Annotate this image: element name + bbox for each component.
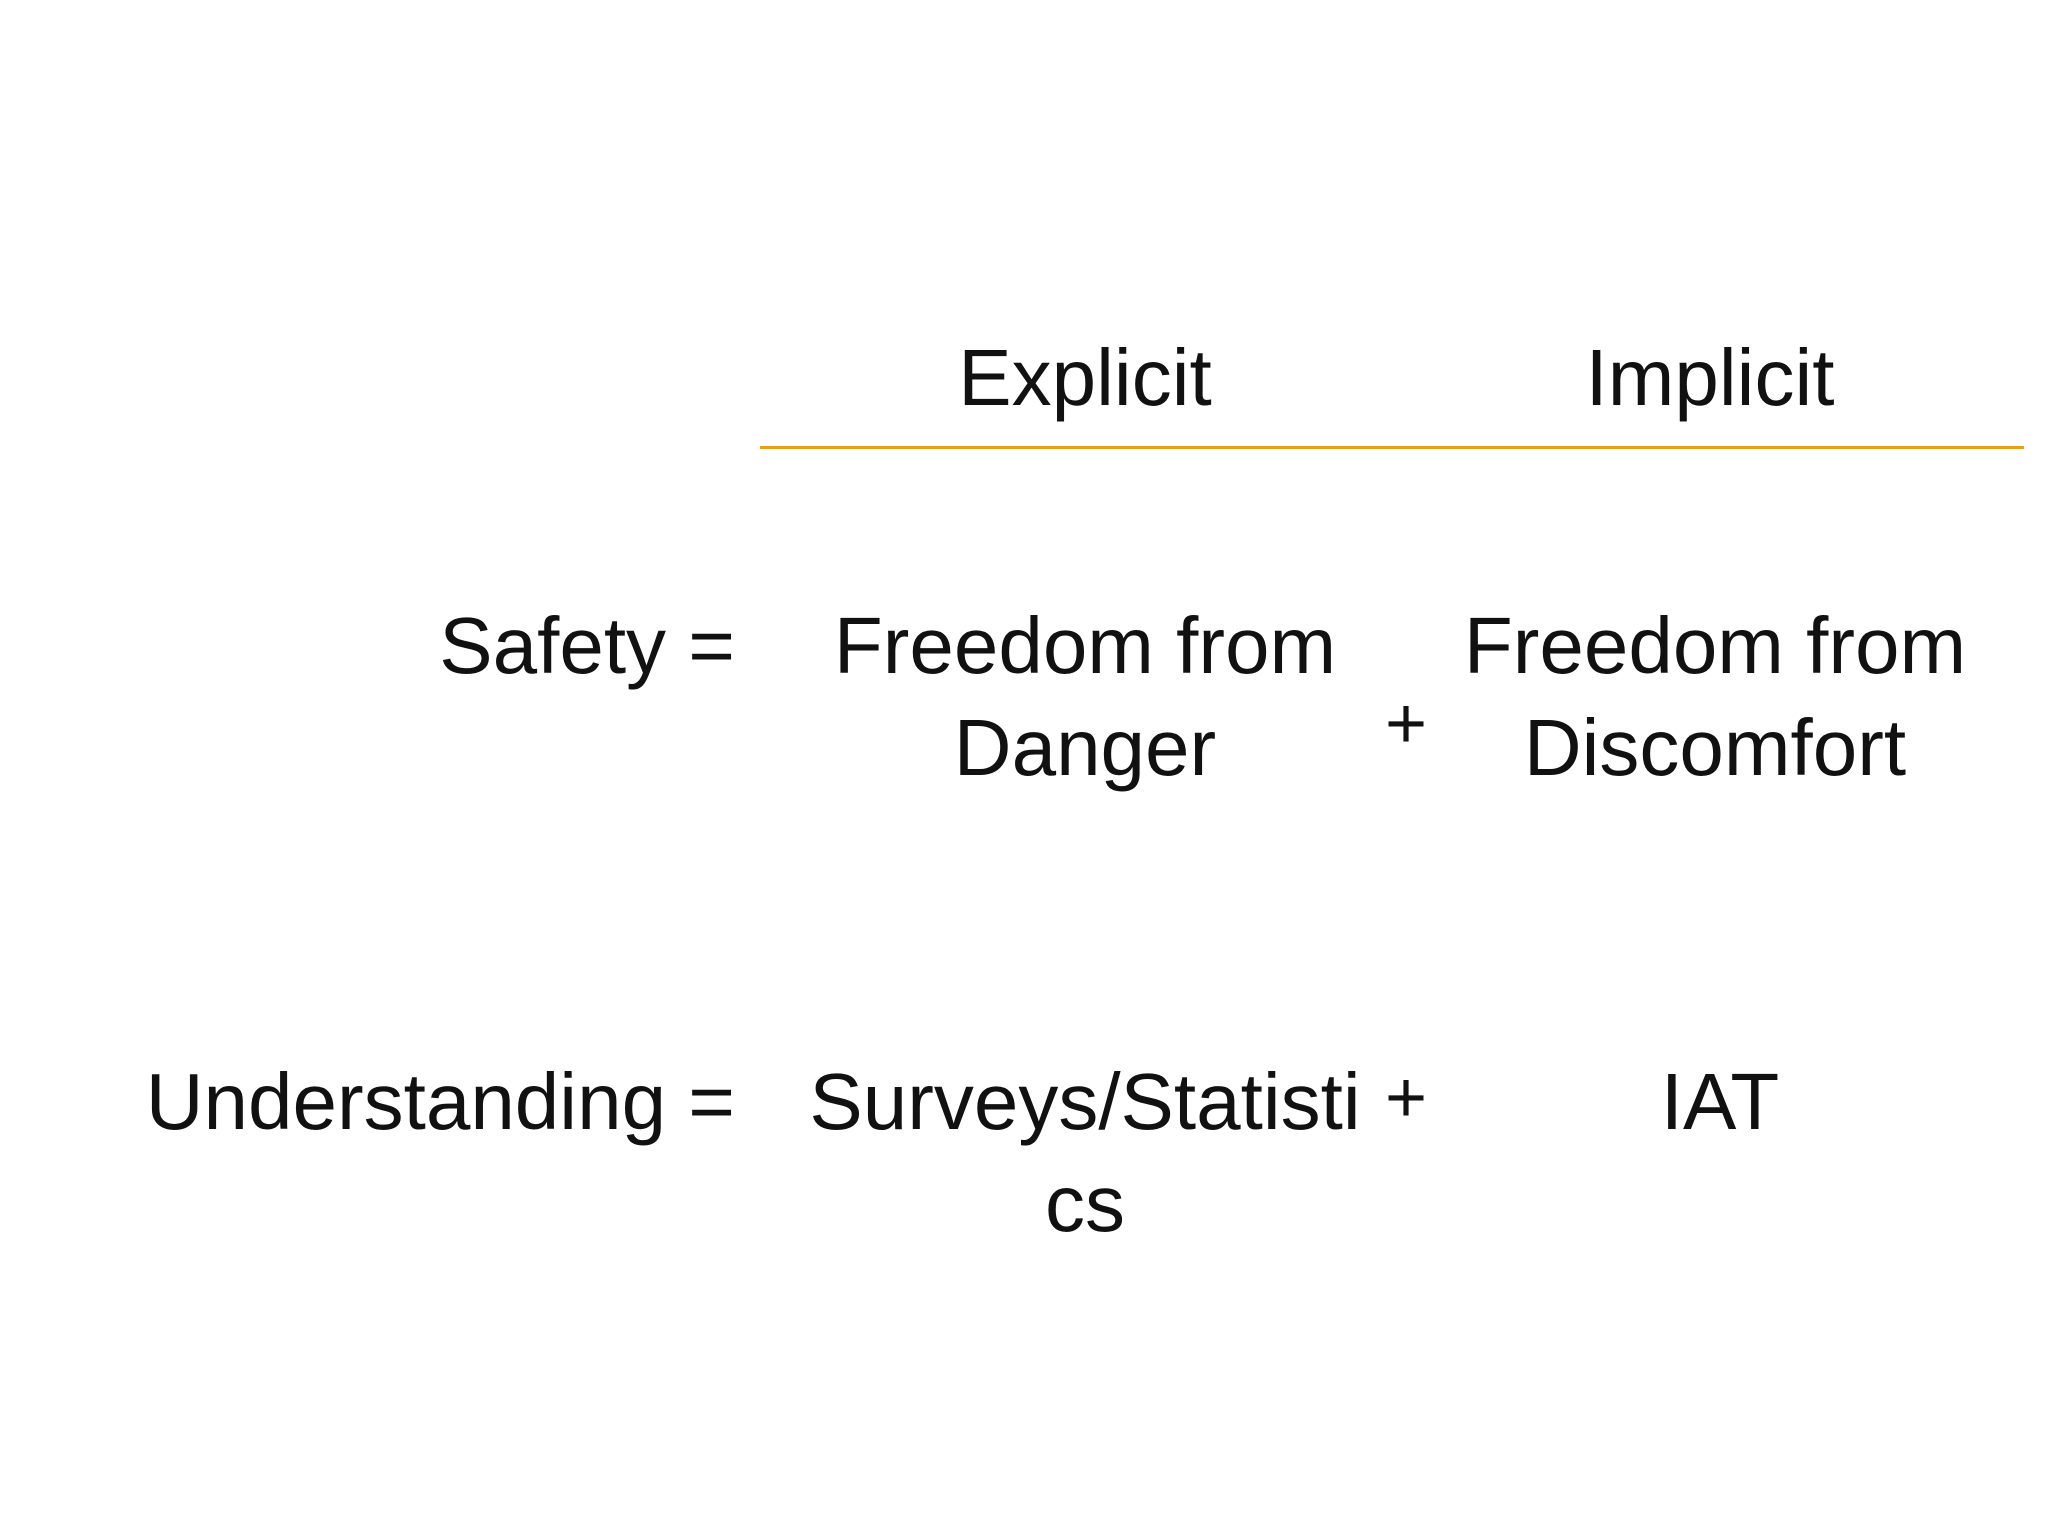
safety-explicit-cell: Freedom from Danger — [785, 606, 1385, 788]
understanding-explicit-cell: Surveys/Statisti cs — [785, 1062, 1385, 1244]
row-label-understanding: Understanding = — [145, 1057, 735, 1146]
understanding-implicit-line-1: IAT — [1660, 1057, 1780, 1146]
understanding-implicit-cell: IAT — [1420, 1062, 2020, 1142]
understanding-explicit-line-1: Surveys/Statisti — [809, 1057, 1361, 1146]
column-header-implicit: Implicit — [1585, 333, 1835, 422]
row-label-safety: Safety = — [439, 601, 735, 690]
safety-explicit-line-1: Freedom from — [833, 601, 1337, 690]
column-header-explicit: Explicit — [958, 333, 1212, 422]
safety-plus-operator: + — [1384, 684, 1428, 764]
safety-implicit-cell: Freedom from Discomfort — [1415, 606, 2015, 788]
understanding-plus-operator: + — [1384, 1058, 1428, 1138]
safety-implicit-line-2: Discomfort — [1523, 703, 1907, 792]
safety-explicit-line-2: Danger — [953, 703, 1217, 792]
safety-implicit-line-1: Freedom from — [1463, 601, 1967, 690]
understanding-explicit-line-2: cs — [1045, 1159, 1125, 1248]
header-divider — [760, 446, 2024, 449]
